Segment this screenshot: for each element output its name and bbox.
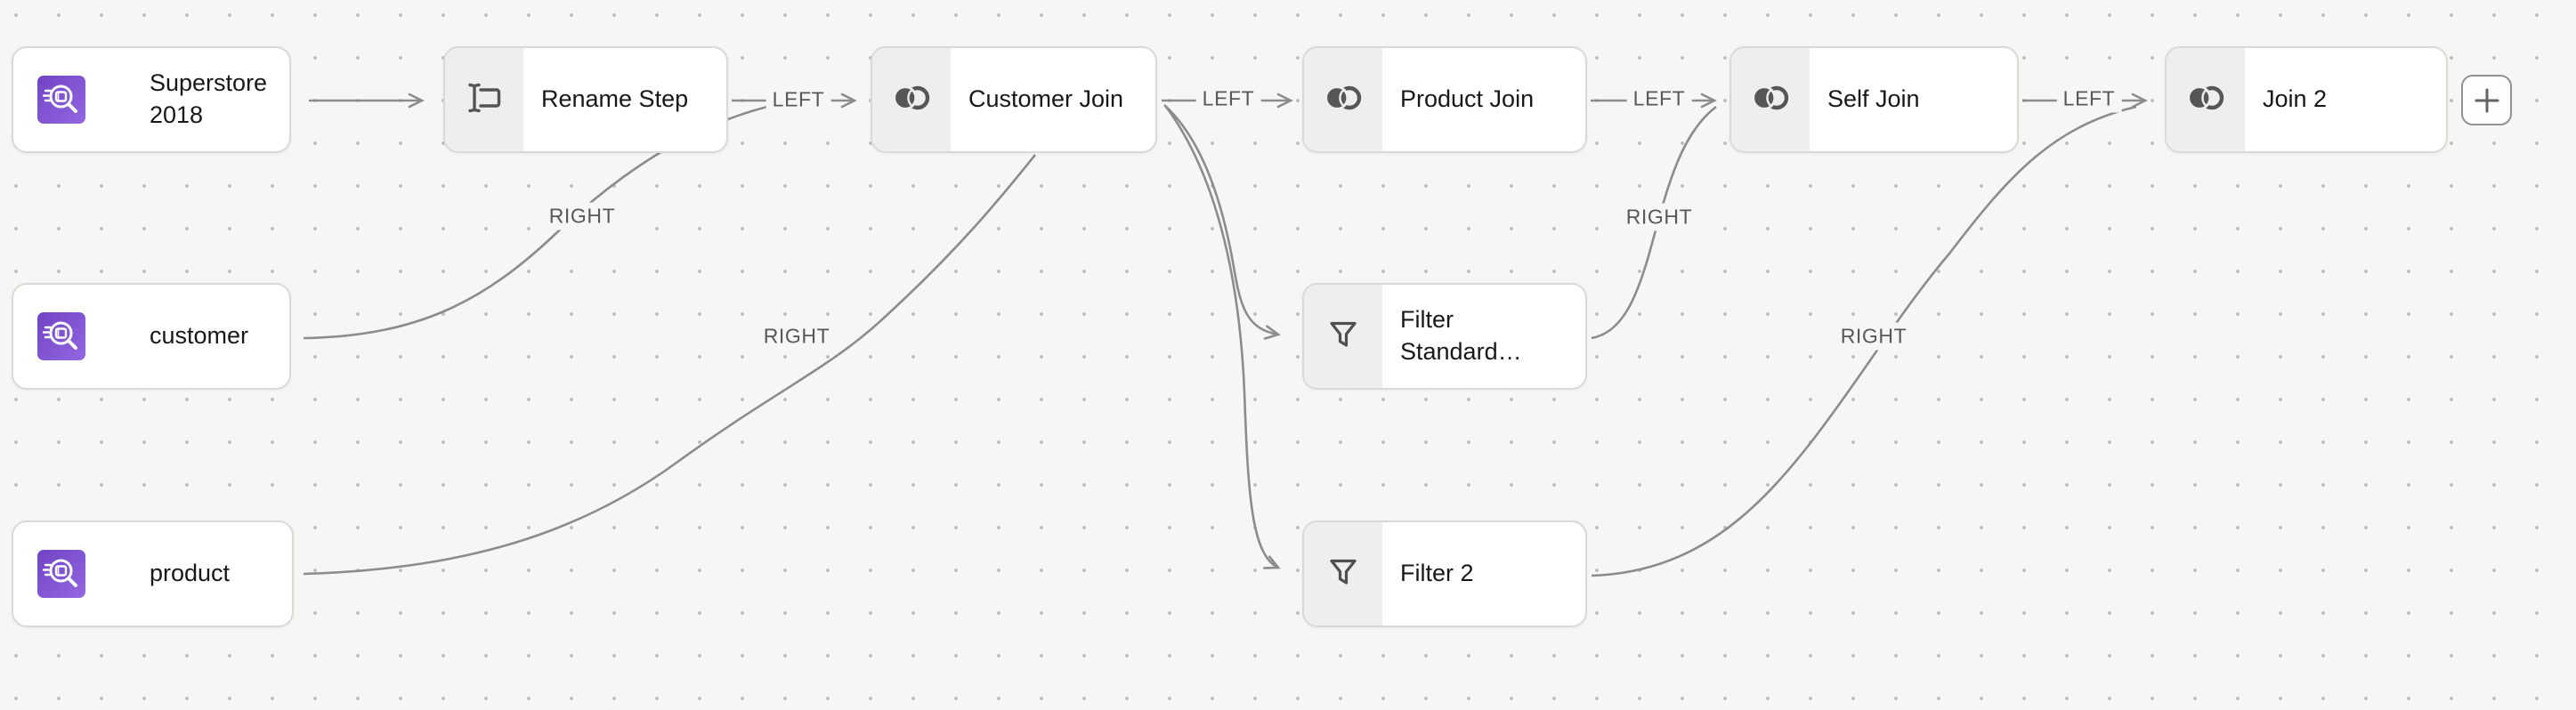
join-icon	[891, 82, 932, 118]
dataset-icon	[37, 76, 85, 124]
edge-label-e2: LEFT	[766, 85, 831, 114]
node-customer[interactable]: customer	[12, 283, 291, 390]
node-icon-section	[445, 48, 523, 151]
edge-customer-join-to-filter-standard[interactable]	[1163, 104, 1281, 340]
node-filter-2[interactable]: Filter 2	[1302, 520, 1587, 627]
node-label: Filter Standard…	[1400, 306, 1522, 365]
filter-icon	[1326, 316, 1360, 358]
node-label: Customer Join	[968, 85, 1124, 113]
node-product[interactable]: product	[12, 520, 294, 627]
node-label: product	[150, 560, 231, 587]
edge-label-e3: RIGHT	[542, 202, 622, 230]
node-label: Superstore 2018	[150, 69, 268, 128]
node-self-join[interactable]: Self Join	[1729, 46, 2019, 153]
node-filter-standard[interactable]: Filter Standard…	[1302, 283, 1587, 390]
edge-filter-standard-to-self-join[interactable]	[1591, 105, 1717, 340]
edge-label-e4: RIGHT	[757, 322, 837, 351]
join-icon	[1323, 82, 1364, 118]
node-icon-section	[13, 522, 124, 625]
node-rename-step[interactable]: Rename Step	[443, 46, 728, 153]
edge-label-e9: RIGHT	[1619, 203, 1699, 231]
dataset-icon	[37, 312, 85, 360]
node-label: customer	[150, 322, 249, 350]
add-node-button[interactable]	[2461, 75, 2512, 125]
node-label: Self Join	[1827, 85, 1920, 113]
edge-customer-join-to-filter-2[interactable]	[1164, 106, 1281, 569]
node-icon-section	[2167, 48, 2245, 151]
edge-label-e11: RIGHT	[1834, 322, 1914, 351]
node-superstore-2018[interactable]: Superstore 2018	[12, 46, 291, 153]
node-customer-join[interactable]: Customer Join	[871, 46, 1157, 153]
node-label: Join 2	[2263, 85, 2328, 113]
node-icon-section	[1304, 522, 1382, 625]
node-product-join[interactable]: Product Join	[1302, 46, 1587, 153]
node-icon-section	[13, 48, 124, 151]
node-icon-section	[13, 285, 124, 388]
node-label: Rename Step	[541, 85, 689, 113]
edge-label-e5: LEFT	[1195, 85, 1261, 113]
dataset-icon	[37, 550, 85, 598]
node-join-2[interactable]: Join 2	[2165, 46, 2448, 153]
node-icon-section	[1304, 285, 1382, 388]
node-label: Filter 2	[1400, 560, 1474, 587]
node-icon-section	[1304, 48, 1382, 151]
node-label: Product Join	[1400, 85, 1535, 113]
join-icon	[2185, 82, 2226, 118]
node-icon-section	[1731, 48, 1810, 151]
plus-icon	[2475, 88, 2499, 112]
edge-label-e8: LEFT	[1626, 85, 1692, 113]
edge-product-to-customer-join[interactable]	[303, 154, 1037, 576]
rename-icon	[463, 79, 506, 121]
filter-icon	[1326, 553, 1360, 595]
edge-label-e10: LEFT	[2056, 85, 2122, 113]
node-icon-section	[872, 48, 951, 151]
join-icon	[1750, 82, 1791, 118]
